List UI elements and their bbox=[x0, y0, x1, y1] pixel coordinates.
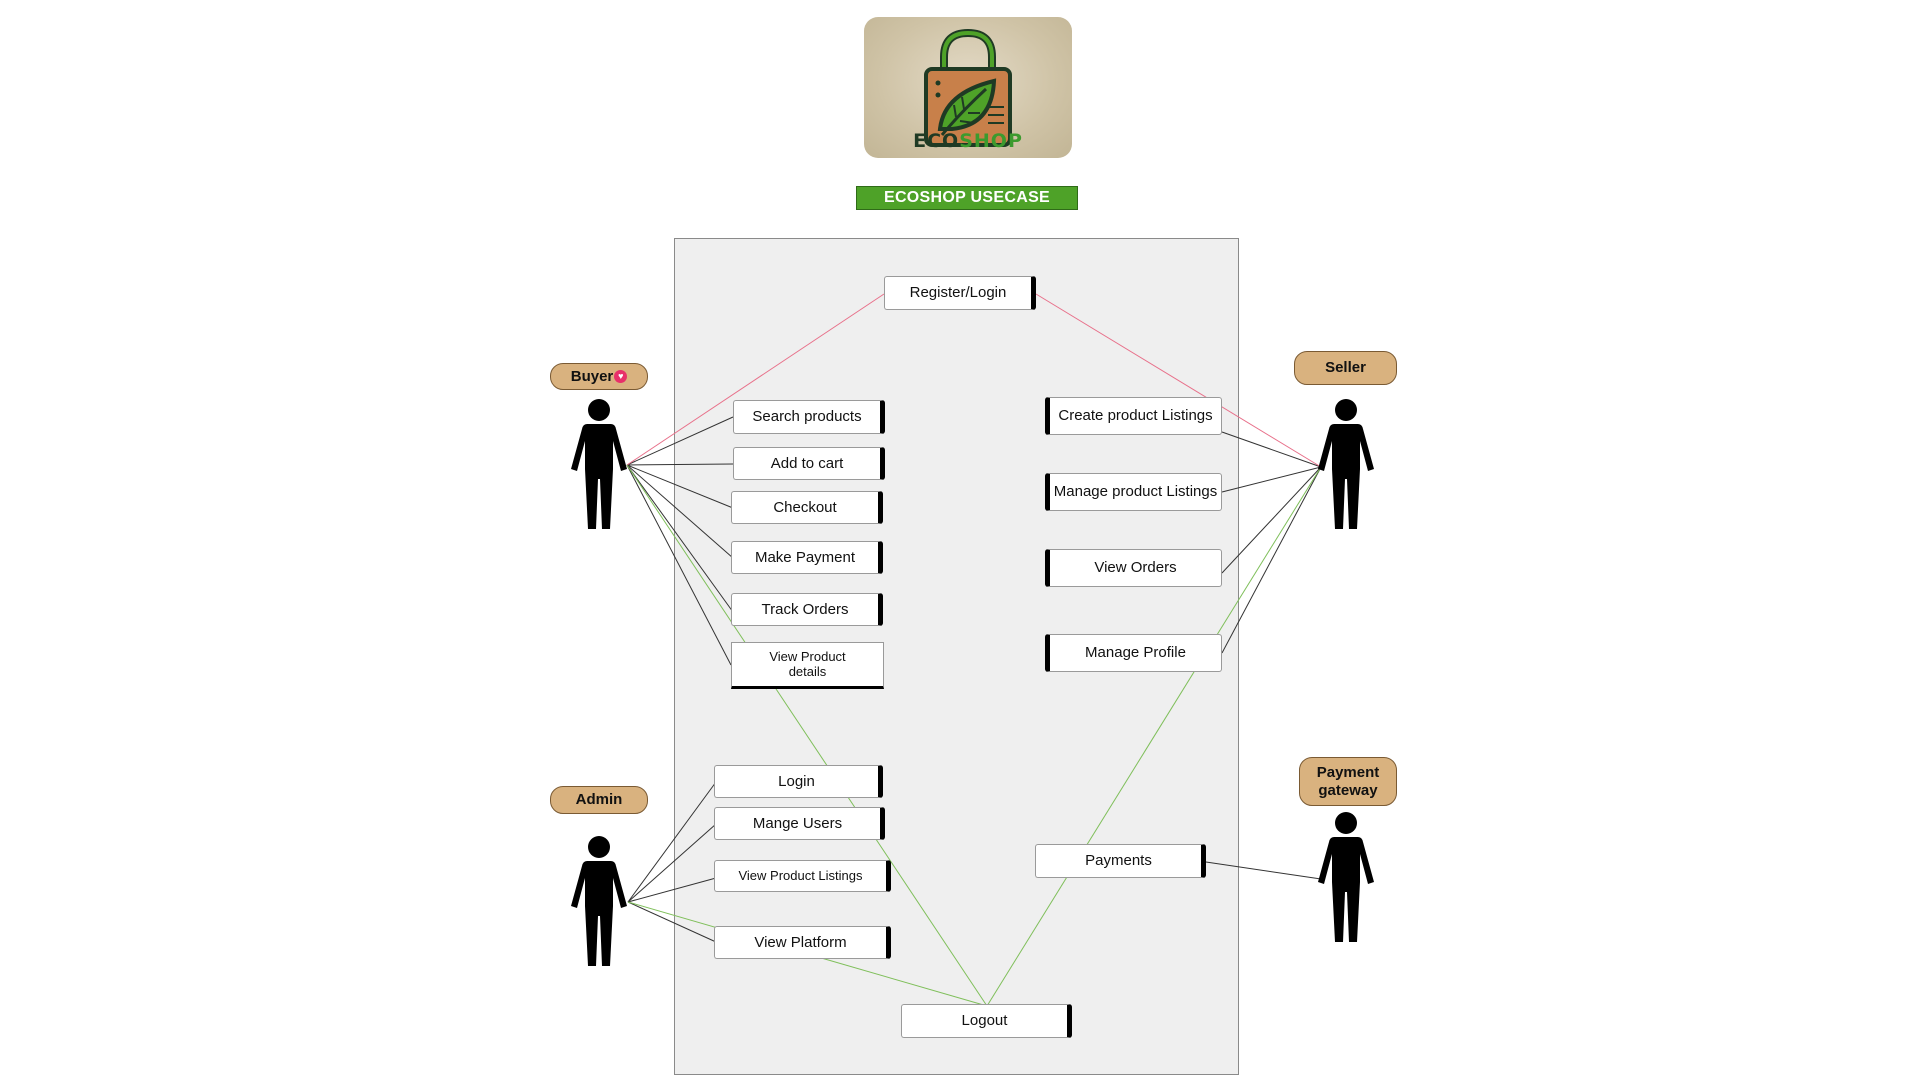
usecase-search-products[interactable]: Search products bbox=[733, 400, 885, 434]
usecase-add-to-cart[interactable]: Add to cart bbox=[733, 447, 885, 480]
usecase-track-orders[interactable]: Track Orders bbox=[731, 593, 883, 626]
usecase-make-payment[interactable]: Make Payment bbox=[731, 541, 883, 574]
diagram-title: ECOSHOP USECASE bbox=[856, 186, 1078, 210]
payment-gateway-actor-icon bbox=[1318, 812, 1374, 942]
usecase-login[interactable]: Login bbox=[714, 765, 883, 798]
actor-payment-gateway-line2: gateway bbox=[1318, 781, 1378, 799]
usecase-view-product-details[interactable]: View Product details bbox=[731, 642, 884, 689]
actor-label-seller: Seller bbox=[1294, 351, 1397, 385]
ecoshop-logo: ECOSHOP bbox=[864, 17, 1072, 158]
heart-icon: ♥ bbox=[614, 370, 628, 383]
logo-word-shop: SHOP bbox=[959, 130, 1023, 152]
admin-actor-icon bbox=[571, 836, 627, 966]
usecase-register-login[interactable]: Register/Login bbox=[884, 276, 1036, 310]
usecase-manage-product-listings[interactable]: Manage product Listings bbox=[1045, 473, 1222, 511]
usecase-view-product-details-line2: details bbox=[788, 663, 827, 679]
usecase-create-product-listings[interactable]: Create product Listings bbox=[1045, 397, 1222, 435]
actor-label-buyer: Buyer♥ bbox=[550, 363, 648, 390]
seller-actor-icon bbox=[1318, 399, 1374, 529]
actor-label-admin: Admin bbox=[550, 786, 648, 814]
actor-payment-gateway-line1: Payment bbox=[1316, 763, 1380, 781]
logo-wordmark: ECOSHOP bbox=[864, 130, 1072, 152]
buyer-actor-icon bbox=[571, 399, 627, 529]
usecase-view-platform[interactable]: View Platform bbox=[714, 926, 891, 959]
usecase-view-product-listings[interactable]: View Product Listings bbox=[714, 860, 891, 892]
usecase-checkout[interactable]: Checkout bbox=[731, 491, 883, 524]
usecase-view-product-details-line1: View Product bbox=[769, 648, 846, 664]
usecase-manage-users[interactable]: Mange Users bbox=[714, 807, 885, 840]
usecase-payments[interactable]: Payments bbox=[1035, 844, 1206, 878]
shopping-bag-leaf-icon bbox=[924, 28, 1012, 147]
usecase-view-orders[interactable]: View Orders bbox=[1045, 549, 1222, 587]
usecase-logout[interactable]: Logout bbox=[901, 1004, 1072, 1038]
logo-word-eco: ECO bbox=[913, 130, 960, 152]
actor-buyer-name: Buyer bbox=[570, 367, 614, 385]
usecase-manage-profile[interactable]: Manage Profile bbox=[1045, 634, 1222, 672]
actor-label-payment-gateway: Payment gateway bbox=[1299, 757, 1397, 806]
